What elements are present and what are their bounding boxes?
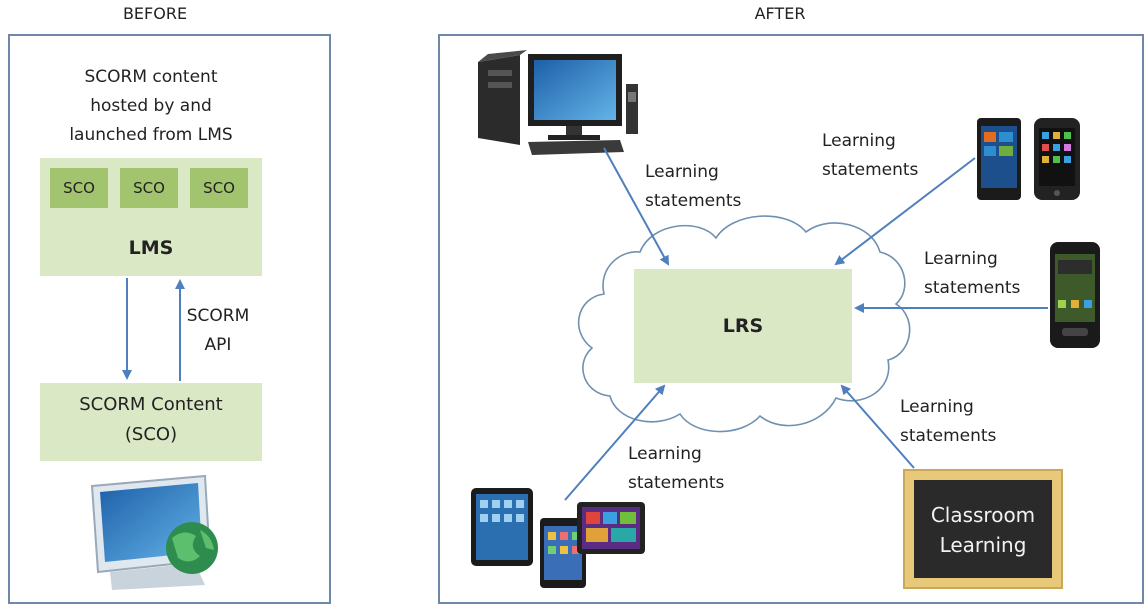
sco-block: SCO xyxy=(120,168,178,208)
arrow-chalkboard-to-lrs xyxy=(840,384,915,469)
chalk-line: Learning xyxy=(939,533,1027,557)
scorm-content-label: SCORM Content (SCO) xyxy=(40,390,262,450)
lms-label: LMS xyxy=(128,237,174,259)
before-title: BEFORE xyxy=(122,4,188,23)
api-line: SCORM xyxy=(186,306,250,326)
scorm-api-label: SCORM API xyxy=(186,302,250,360)
statement-line: Learning xyxy=(924,249,998,269)
statement-line: statements xyxy=(900,426,997,446)
classroom-learning-text: Classroom Learning xyxy=(914,500,1052,560)
caption-line: SCORM content xyxy=(84,67,218,87)
tablets-icon xyxy=(471,488,645,588)
chalk-line: Classroom xyxy=(930,503,1036,527)
arrow-phones-to-lrs xyxy=(834,157,976,266)
lrs-label: LRS xyxy=(722,315,764,337)
statement-line: Learning xyxy=(822,131,896,151)
content-line: (SCO) xyxy=(124,424,178,445)
statement-line: Learning xyxy=(645,162,719,182)
statement-label-phones: Learning statements xyxy=(822,127,918,185)
lrs-box xyxy=(634,269,852,383)
arrow-tablets-to-lrs xyxy=(564,384,666,501)
statement-line: statements xyxy=(822,160,919,180)
statement-line: statements xyxy=(645,191,742,211)
caption-line: launched from LMS xyxy=(69,125,233,145)
sco-block: SCO xyxy=(50,168,108,208)
android-phone-icon xyxy=(1050,242,1100,348)
api-line: API xyxy=(204,335,232,355)
statement-label-classroom: Learning statements xyxy=(900,393,996,451)
statement-label-desktop: Learning statements xyxy=(645,158,741,216)
scorm-content-box xyxy=(40,383,262,461)
content-line: SCORM Content xyxy=(79,394,223,415)
statement-line: Learning xyxy=(900,397,974,417)
statement-line: Learning xyxy=(628,444,702,464)
statement-label-android: Learning statements xyxy=(924,245,1020,303)
before-caption: SCORM content hosted by and launched fro… xyxy=(40,63,262,150)
smartphones-icon xyxy=(977,118,1080,200)
statement-line: statements xyxy=(628,473,725,493)
after-title: AFTER xyxy=(754,4,806,23)
caption-line: hosted by and xyxy=(90,96,212,116)
arrow-desktop-to-lrs xyxy=(603,147,669,266)
sco-block: SCO xyxy=(190,168,248,208)
statement-label-tablets: Learning statements xyxy=(628,440,724,498)
chalkboard-icon xyxy=(903,469,1063,589)
desktop-computer-icon xyxy=(478,50,638,155)
monitor-globe-icon xyxy=(90,474,218,590)
statement-line: statements xyxy=(924,278,1021,298)
